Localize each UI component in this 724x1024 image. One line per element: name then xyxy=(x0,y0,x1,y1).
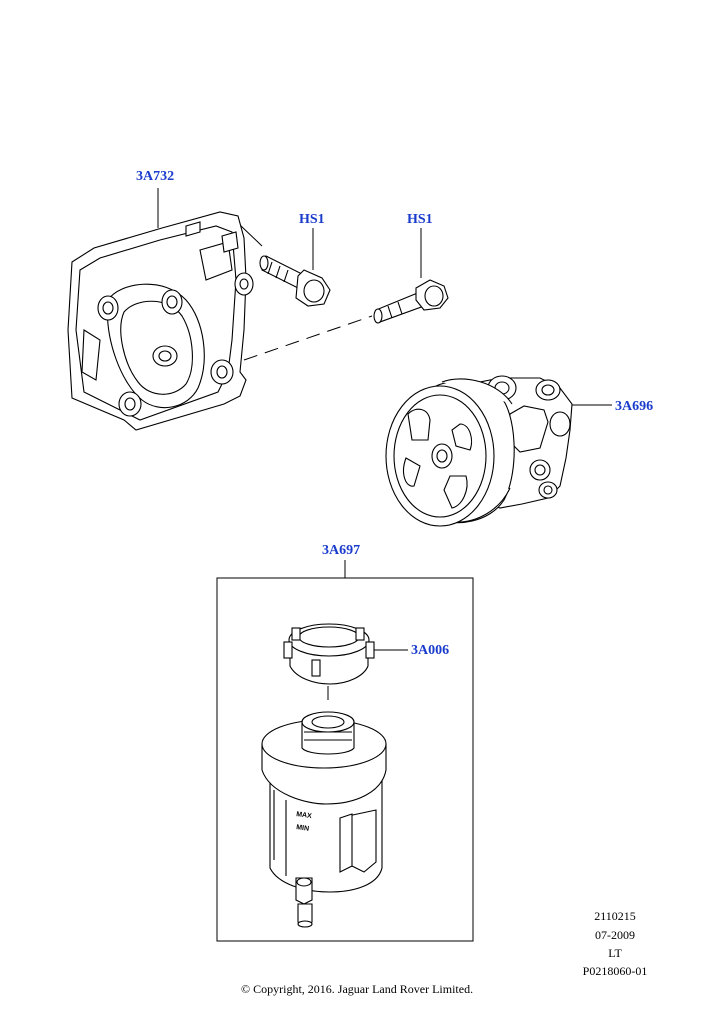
copyright: © Copyright, 2016. Jaguar Land Rover Lim… xyxy=(241,982,474,996)
callout-reservoir-assembly[interactable]: 3A697 xyxy=(322,543,361,558)
bolt-hs1-left[interactable] xyxy=(259,255,331,307)
bolt-hs1-right[interactable] xyxy=(373,279,449,324)
pump-bracket[interactable] xyxy=(67,211,254,431)
callout-bracket[interactable]: 3A732 xyxy=(136,169,175,184)
diagram-suffix: LT xyxy=(608,946,622,960)
reservoir-cap[interactable] xyxy=(283,623,375,685)
alignment-lines xyxy=(243,315,373,704)
reservoir-body[interactable] xyxy=(261,711,387,928)
diagram-code: 2110215 xyxy=(594,909,636,923)
illustration-id: P0218060-01 xyxy=(582,964,648,978)
callout-bolt-left[interactable]: HS1 xyxy=(299,212,325,227)
reservoir-max-mark: MAX xyxy=(296,811,313,820)
reservoir-assembly-frame[interactable] xyxy=(216,577,474,942)
callout-cap[interactable]: 3A006 xyxy=(411,643,450,658)
leader-lines xyxy=(157,188,612,651)
reservoir-min-mark: MIN xyxy=(296,824,310,833)
steering-pump[interactable] xyxy=(385,375,573,527)
callout-bolt-right[interactable]: HS1 xyxy=(407,212,433,227)
diagram-date: 07-2009 xyxy=(595,928,635,942)
callout-pump[interactable]: 3A696 xyxy=(615,399,654,414)
